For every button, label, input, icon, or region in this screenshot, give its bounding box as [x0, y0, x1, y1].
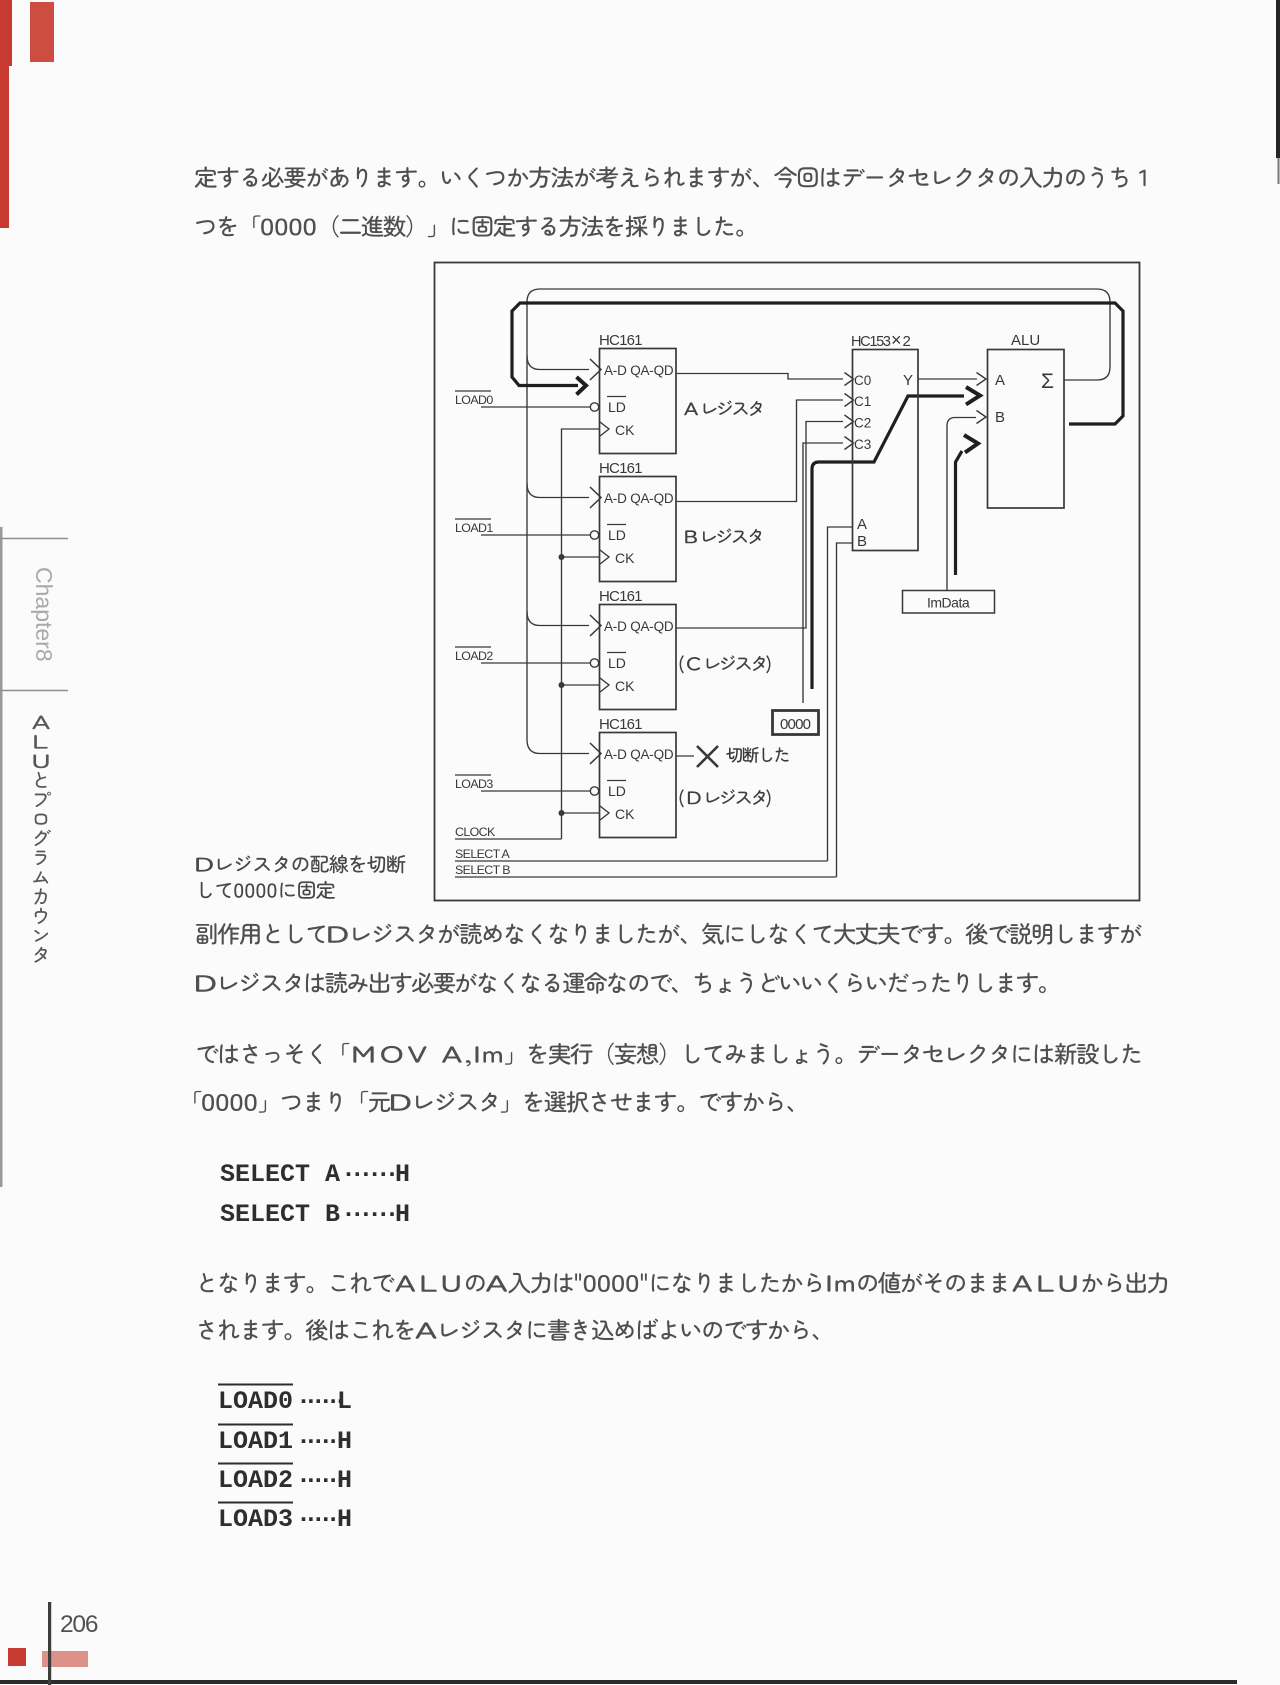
svg-text:C3: C3 — [854, 437, 871, 452]
svg-text:HC153: HC153 — [851, 334, 891, 350]
svg-text:A-D QA-QD: A-D QA-QD — [604, 491, 674, 506]
svg-text:ImData: ImData — [927, 595, 970, 611]
svg-text:A: A — [857, 516, 867, 533]
svg-text:LD: LD — [608, 783, 626, 799]
svg-text:SELECT B: SELECT B — [455, 863, 510, 877]
svg-text:······: ······ — [296, 1387, 343, 1416]
svg-text:H: H — [395, 1160, 410, 1189]
svg-text:LD: LD — [608, 527, 626, 543]
svg-text:H: H — [395, 1200, 410, 1229]
svg-text:LOAD1: LOAD1 — [218, 1427, 293, 1456]
svg-text:LOAD2: LOAD2 — [218, 1466, 293, 1495]
svg-text:LOAD0: LOAD0 — [218, 1387, 293, 1416]
svg-text:LD: LD — [608, 399, 626, 415]
svg-text:Σ: Σ — [1041, 370, 1054, 393]
svg-text:Chapter8: Chapter8 — [31, 567, 57, 662]
svg-text:H: H — [337, 1466, 352, 1495]
svg-text:HC161: HC161 — [599, 332, 642, 349]
svg-text:LOAD3: LOAD3 — [455, 777, 493, 791]
svg-text:H: H — [337, 1505, 352, 1534]
svg-text:LOAD0: LOAD0 — [455, 393, 493, 407]
svg-text:LOAD3: LOAD3 — [218, 1505, 293, 1534]
svg-text:······: ······ — [296, 1466, 343, 1495]
svg-text:HC161: HC161 — [599, 716, 642, 733]
svg-text:CLOCK: CLOCK — [455, 825, 496, 839]
svg-text:L: L — [337, 1387, 352, 1416]
svg-text:SELECT A: SELECT A — [220, 1160, 340, 1189]
svg-text:A-D QA-QD: A-D QA-QD — [604, 747, 674, 762]
svg-text:×: × — [891, 330, 902, 350]
svg-text:CK: CK — [615, 806, 635, 822]
svg-text:ALU: ALU — [1011, 332, 1040, 349]
svg-text:C0: C0 — [854, 373, 871, 388]
svg-text:C2: C2 — [854, 416, 871, 431]
svg-text:HC161: HC161 — [599, 588, 642, 605]
svg-text:LOAD2: LOAD2 — [455, 649, 493, 663]
svg-text:0000: 0000 — [780, 716, 811, 733]
svg-text:······: ······ — [341, 1200, 395, 1229]
svg-text:2: 2 — [903, 333, 911, 350]
svg-text:Y: Y — [903, 372, 913, 389]
svg-text:H: H — [337, 1427, 352, 1456]
svg-text:LOAD1: LOAD1 — [455, 521, 493, 535]
svg-text:HC161: HC161 — [599, 460, 642, 477]
svg-text:CK: CK — [615, 422, 635, 438]
svg-text:LD: LD — [608, 655, 626, 671]
svg-text:······: ······ — [296, 1427, 343, 1456]
svg-text:SELECT B: SELECT B — [220, 1200, 340, 1229]
svg-text:A-D QA-QD: A-D QA-QD — [604, 619, 674, 634]
svg-text:CK: CK — [615, 678, 635, 694]
svg-text:206: 206 — [60, 1611, 98, 1638]
svg-text:CK: CK — [615, 550, 635, 566]
svg-text:A-D QA-QD: A-D QA-QD — [604, 363, 674, 378]
svg-text:······: ······ — [341, 1160, 395, 1189]
svg-text:B: B — [857, 533, 867, 550]
svg-text:SELECT A: SELECT A — [455, 847, 511, 861]
svg-text:······: ······ — [296, 1505, 343, 1534]
svg-text:A: A — [995, 372, 1005, 389]
svg-text:B: B — [995, 409, 1005, 426]
svg-text:C1: C1 — [854, 394, 871, 409]
